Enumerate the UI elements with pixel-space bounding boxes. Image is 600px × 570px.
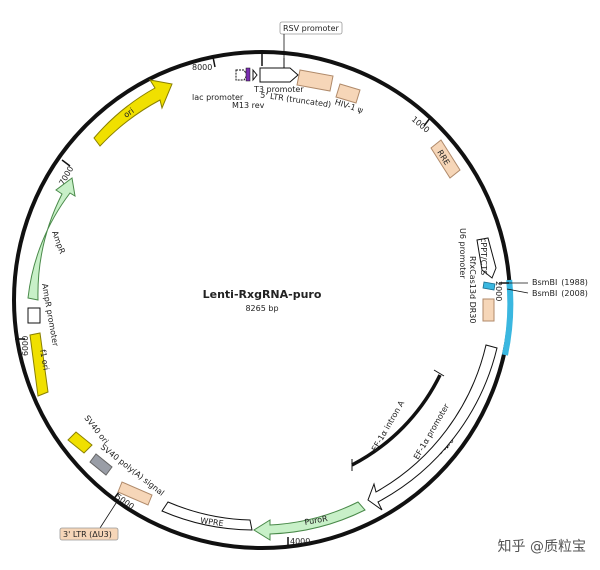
cppt-label: cPPT/CTS (479, 238, 488, 275)
cppt-feature: cPPT/CTS (479, 238, 495, 322)
u6-shape (476, 237, 497, 279)
tick-label-8000: 8000 (192, 63, 212, 72)
ltr5-shape (296, 69, 334, 92)
wpre-label: WPRE (200, 516, 224, 528)
rsv-promoter-shape (259, 67, 299, 83)
bsmbi-2: BsmBI (2008) (532, 289, 588, 298)
cppt-shape (482, 298, 495, 322)
tick-8000 (212, 56, 216, 68)
intron-label: EF-1α intron A (370, 399, 407, 453)
top-cluster: RSV promoter lac promoter M13 rev T3 pro… (192, 21, 343, 110)
rre-feature: RRE (430, 139, 461, 179)
tick-label-2000: 2000 (494, 281, 503, 301)
bsmbi-2-name: BsmBI (532, 289, 557, 298)
lac-promoter-label: lac promoter (192, 93, 244, 102)
m13-rev-label: M13 rev (232, 101, 265, 110)
bsmbi-line-2 (506, 288, 529, 294)
ltr3-shape (117, 481, 153, 506)
ori-feature: ori (93, 79, 173, 147)
hiv-feature: HIV-1 ψ (334, 83, 364, 115)
puror-label: PuroR (304, 514, 329, 527)
rfxcas-feature: RfxCas13d DR30 (468, 256, 496, 323)
lac-promoter-shape (235, 69, 248, 81)
highlight-arc (502, 279, 514, 356)
intron-arc (351, 374, 442, 467)
ltr3-callout-line (99, 499, 119, 529)
wpre-feature: WPRE (161, 501, 253, 531)
sv40ori-shape (67, 431, 93, 454)
plasmid-name: Lenti-RxgRNA-puro (203, 288, 322, 301)
bsmbi-sites: BsmBI (1988) BsmBI (2008) (506, 278, 588, 298)
sv40polya-shape (89, 453, 113, 476)
plasmid-size: 8265 bp (245, 304, 278, 313)
efpromoter-shape (367, 344, 498, 511)
rsv-label: RSV promoter (283, 24, 339, 33)
bsmbi-1-name: BsmBI (532, 278, 557, 287)
bsmbi-1: BsmBI (1988) (532, 278, 588, 287)
rfxcas-shape (482, 281, 496, 291)
rre-shape (430, 139, 461, 179)
bsmbi-2-pos: (2008) (561, 289, 588, 298)
tick-1000 (423, 117, 431, 127)
ori-shape (93, 79, 173, 147)
ampprom-shape (27, 307, 41, 324)
intron-tick-start (433, 369, 445, 377)
tick-label-6000: 6000 (21, 336, 30, 356)
ltr3-label-box (59, 527, 119, 541)
tick-label-4000: 4000 (290, 537, 310, 546)
t3-promoter-label: T3 promoter (253, 85, 304, 94)
puror-feature: PuroR (253, 501, 366, 541)
f1ori-shape (29, 332, 49, 397)
ltr3-feature: 3' LTR (ΔU3) (59, 481, 153, 541)
ampprom-label: AmpR promoter (40, 283, 60, 348)
ampr-shape (27, 177, 76, 301)
bsmbi-1-pos: (1988) (561, 278, 588, 287)
f1ori-feature: f1 ori (29, 332, 51, 397)
rsv-label-box (279, 21, 343, 35)
tick-7000 (61, 159, 71, 167)
watermark: 知乎 @质粒宝 (497, 539, 586, 555)
t3-promoter-shape (252, 68, 258, 82)
ampr-label: AmpR (50, 230, 67, 256)
ltr3-label: 3' LTR (ΔU3) (63, 530, 112, 539)
tick-5000 (112, 491, 120, 501)
u6-feature: U6 promoter (458, 228, 497, 279)
rfxcas-label: RfxCas13d DR30 (468, 256, 477, 323)
wpre-shape (161, 501, 253, 531)
u6-label: U6 promoter (458, 228, 467, 279)
m13-rev-shape (245, 67, 251, 82)
puror-shape (253, 501, 366, 541)
hiv-shape (335, 83, 361, 104)
f1ori-label: f1 ori (38, 349, 50, 371)
